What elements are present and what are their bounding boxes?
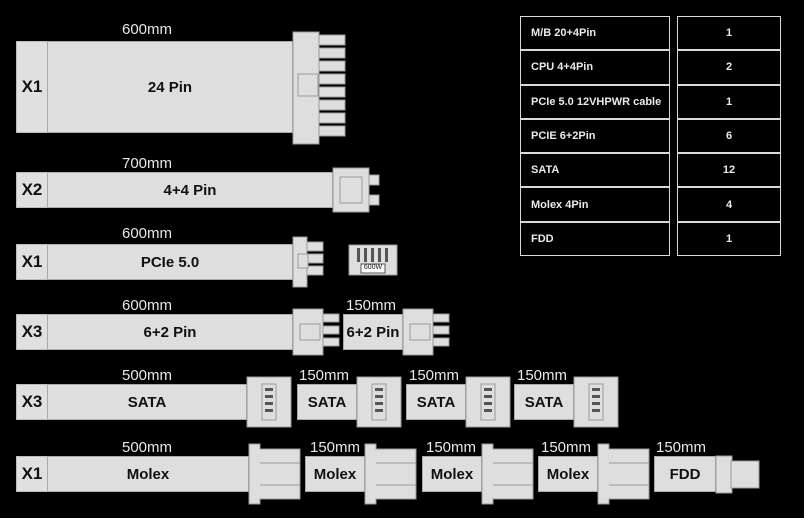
spec-row-qty: 1 (677, 84, 781, 119)
cable-molex-ext3-length: 150mm (541, 439, 592, 456)
cable-sata-ext2-length: 150mm (409, 367, 460, 384)
cable-molex-ext2-label: Molex (422, 456, 482, 492)
cable-24pin-count: X1 (16, 41, 48, 133)
molex-connector-icon (248, 443, 301, 505)
cable-pcie5-length: 600mm (122, 225, 173, 242)
spec-row-name: SATA (520, 153, 670, 188)
spec-table-names: M/B 20+4Pin CPU 4+4Pin PCIe 5.0 12VHPWR … (520, 16, 670, 257)
cable-pcie-ext-label: 6+2 Pin (343, 314, 403, 350)
sata-connector-icon (356, 376, 402, 428)
sata-connector-icon (246, 376, 292, 428)
spec-table-quantities: 1 2 1 6 12 4 1 (677, 16, 781, 257)
atx-24pin-connector-icon (292, 31, 346, 145)
cable-sata-ext1-length: 150mm (299, 367, 350, 384)
spec-row-qty: 1 (677, 16, 781, 51)
molex-connector-icon (597, 443, 650, 505)
cable-pcie-length: 600mm (122, 297, 173, 314)
cable-24pin-label: 24 Pin (47, 41, 293, 133)
spec-row-name: CPU 4+4Pin (520, 50, 670, 85)
cable-cpu-label: 4+4 Pin (47, 172, 333, 208)
cable-sata-length: 500mm (122, 367, 173, 384)
cable-sata-label: SATA (47, 384, 247, 420)
cable-molex-ext1-length: 150mm (310, 439, 361, 456)
sata-connector-icon (573, 376, 619, 428)
pcie-6plus2-connector-icon (292, 308, 340, 356)
cable-pcie5-badge: 600W (363, 264, 383, 271)
pcie5-connector-icon (292, 236, 324, 288)
cable-molex-label: Molex (47, 456, 249, 492)
spec-row-qty: 12 (677, 153, 781, 188)
spec-row-qty: 4 (677, 187, 781, 222)
cable-pcie-ext-length: 150mm (346, 297, 397, 314)
molex-connector-icon (481, 443, 534, 505)
pcie-6plus2-ext-connector-icon (402, 308, 450, 356)
spec-row-name: PCIe 5.0 12VHPWR cable (520, 84, 670, 119)
fdd-connector-icon (715, 455, 760, 494)
spec-row-name: FDD (520, 221, 670, 257)
spec-row-name: Molex 4Pin (520, 187, 670, 222)
cable-pcie5-count: X1 (16, 244, 48, 280)
spec-row-qty: 2 (677, 50, 781, 85)
sata-connector-icon (465, 376, 511, 428)
molex-connector-icon (364, 443, 417, 505)
cable-sata-ext2-label: SATA (406, 384, 466, 420)
cpu-4plus4-connector-icon (332, 167, 380, 213)
cable-molex-ext1-label: Molex (305, 456, 365, 492)
cable-24pin-length: 600mm (122, 21, 173, 38)
cable-sata-ext3-label: SATA (514, 384, 574, 420)
cable-molex-ext2-length: 150mm (426, 439, 477, 456)
cable-molex-count: X1 (16, 456, 48, 492)
spec-row-qty: 6 (677, 118, 781, 154)
spec-row-name: M/B 20+4Pin (520, 16, 670, 51)
cable-sata-ext1-label: SATA (297, 384, 357, 420)
cable-molex-length: 500mm (122, 439, 173, 456)
cable-fdd-label: FDD (654, 456, 716, 492)
cable-pcie5-label: PCIe 5.0 (47, 244, 293, 280)
cable-sata-count: X3 (16, 384, 48, 420)
cable-cpu-count: X2 (16, 172, 48, 208)
cable-cpu-length: 700mm (122, 155, 173, 172)
cable-sata-ext3-length: 150mm (517, 367, 568, 384)
cable-fdd-length: 150mm (656, 439, 707, 456)
cable-pcie-label: 6+2 Pin (47, 314, 293, 350)
cable-molex-ext3-label: Molex (538, 456, 598, 492)
spec-row-qty: 1 (677, 221, 781, 257)
cable-pcie-count: X3 (16, 314, 48, 350)
12vhpwr-connector-icon (348, 244, 398, 276)
spec-row-name: PCIE 6+2Pin (520, 118, 670, 154)
